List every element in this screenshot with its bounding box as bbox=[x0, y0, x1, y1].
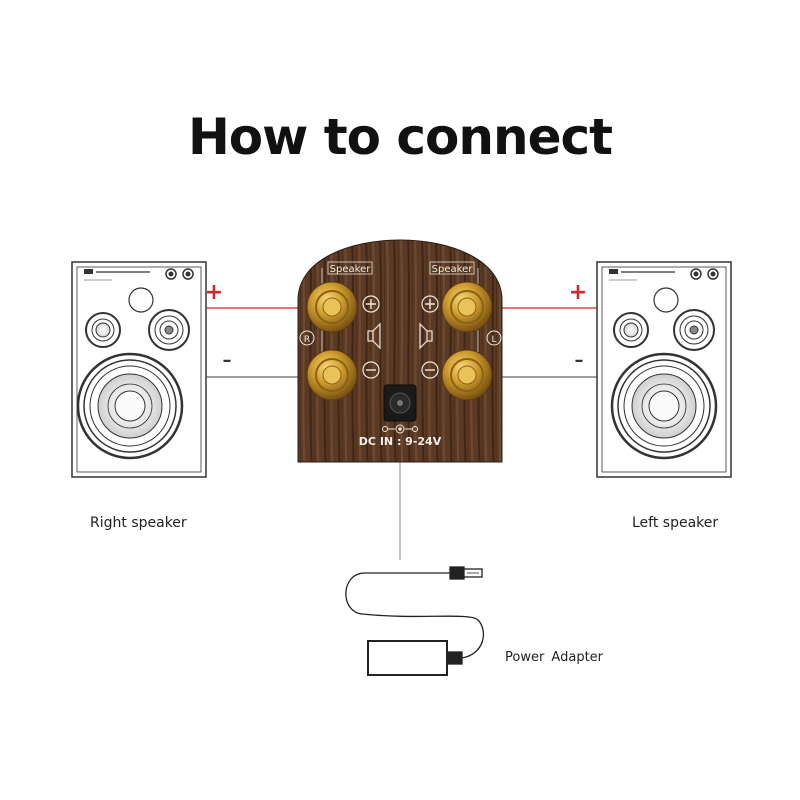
binding-post-left-positive[interactable] bbox=[441, 281, 493, 333]
left-plus-label: + bbox=[569, 280, 587, 305]
level-knob-icon bbox=[690, 268, 702, 280]
left-speaker-illustration bbox=[596, 261, 732, 478]
brand-logo-icon bbox=[84, 269, 93, 274]
right-minus-label: – bbox=[223, 350, 232, 371]
speaker-symbol-icon bbox=[419, 322, 433, 350]
dc-power-jack[interactable] bbox=[383, 384, 417, 422]
level-knob-icon bbox=[707, 268, 719, 280]
tweeter-icon bbox=[613, 312, 649, 348]
page-title: How to connect bbox=[187, 108, 613, 166]
brand-logo-icon bbox=[609, 269, 618, 274]
power-adapter-illustration bbox=[345, 566, 485, 676]
channel-l-label: L bbox=[491, 335, 496, 345]
dc-input-label: DC IN : 9-24V bbox=[359, 435, 442, 448]
panel-minus-icon bbox=[421, 361, 439, 379]
binding-post-right-negative[interactable] bbox=[306, 349, 358, 401]
port-icon bbox=[128, 287, 154, 313]
speaker-symbol-icon bbox=[367, 322, 381, 350]
tweeter-icon bbox=[85, 312, 121, 348]
midrange-icon bbox=[148, 309, 190, 351]
amplifier-back-panel: Speaker Speaker bbox=[297, 239, 503, 463]
woofer-icon bbox=[610, 352, 718, 460]
port-icon bbox=[653, 287, 679, 313]
right-plus-label: + bbox=[205, 280, 223, 305]
midrange-icon bbox=[673, 309, 715, 351]
panel-plus-icon bbox=[362, 295, 380, 313]
dc-polarity-icon bbox=[382, 424, 418, 434]
power-adapter-caption: Power Adapter bbox=[505, 650, 604, 665]
usb-plug-icon bbox=[449, 566, 483, 580]
left-speaker-caption: Left speaker bbox=[632, 515, 719, 531]
panel-minus-icon bbox=[362, 361, 380, 379]
level-knob-icon bbox=[165, 268, 177, 280]
binding-post-right-positive[interactable] bbox=[306, 281, 358, 333]
speaker-label-left-channel: Speaker bbox=[432, 264, 474, 275]
adapter-brick bbox=[367, 640, 448, 676]
right-speaker-caption: Right speaker bbox=[90, 515, 187, 531]
binding-post-left-negative[interactable] bbox=[441, 349, 493, 401]
speaker-label-right-channel: Speaker bbox=[330, 264, 372, 275]
left-minus-label: – bbox=[575, 350, 584, 371]
woofer-icon bbox=[76, 352, 184, 460]
panel-plus-icon bbox=[421, 295, 439, 313]
level-knob-icon bbox=[182, 268, 194, 280]
channel-r-label: R bbox=[304, 335, 310, 345]
right-speaker-illustration bbox=[71, 261, 207, 478]
